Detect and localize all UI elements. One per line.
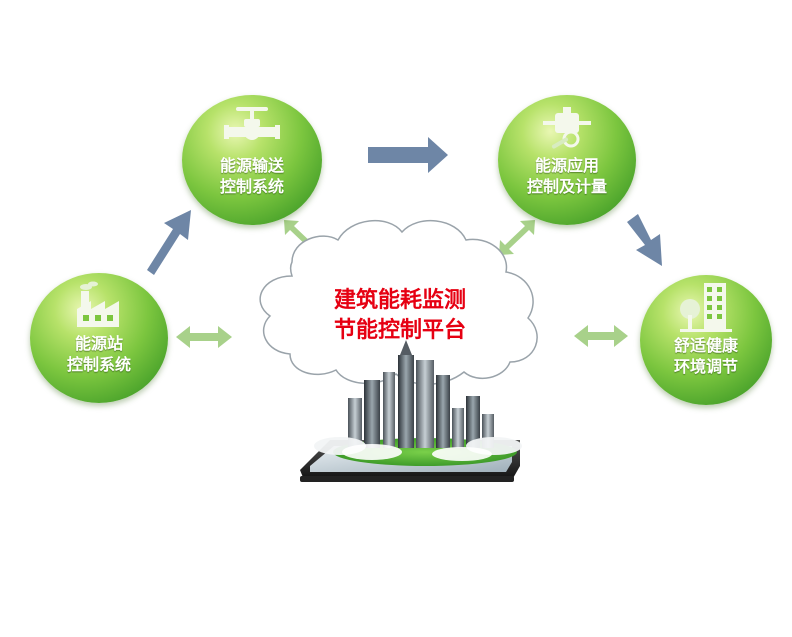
link-arrow-application-platform xyxy=(499,220,535,255)
platform-title: 建筑能耗监测 节能控制平台 xyxy=(280,286,520,346)
city-skyline xyxy=(314,340,522,466)
node-energy-application-label: 能源应用 控制及计量 xyxy=(526,156,607,196)
node-energy-transport: 能源输送 控制系统 xyxy=(182,95,322,225)
node-energy-station: 能源站 控制系统 xyxy=(30,273,168,403)
wrench-icon xyxy=(543,107,591,149)
platform-title-line1: 建筑能耗监测 xyxy=(333,288,466,313)
link-arrow-station-platform xyxy=(176,326,232,348)
node-energy-application: 能源应用 控制及计量 xyxy=(498,95,636,225)
flow-arrow-application-to-comfort xyxy=(627,214,662,266)
platform-title-line2: 节能控制平台 xyxy=(333,318,466,343)
flow-arrow-station-to-transport xyxy=(147,210,191,275)
node-energy-station-label: 能源站 控制系统 xyxy=(66,334,131,374)
flow-arrow-transport-to-application xyxy=(368,137,448,173)
node-comfort-environment-label: 舒适健康 环境调节 xyxy=(673,336,738,376)
link-arrow-comfort-platform xyxy=(574,325,628,347)
node-comfort-environment: 舒适健康 环境调节 xyxy=(640,275,772,405)
building-tree-icon xyxy=(680,283,732,332)
node-energy-transport-label: 能源输送 控制系统 xyxy=(219,156,284,196)
valve-icon xyxy=(224,107,280,140)
factory-icon xyxy=(77,281,119,327)
platform-cloud xyxy=(259,219,538,385)
